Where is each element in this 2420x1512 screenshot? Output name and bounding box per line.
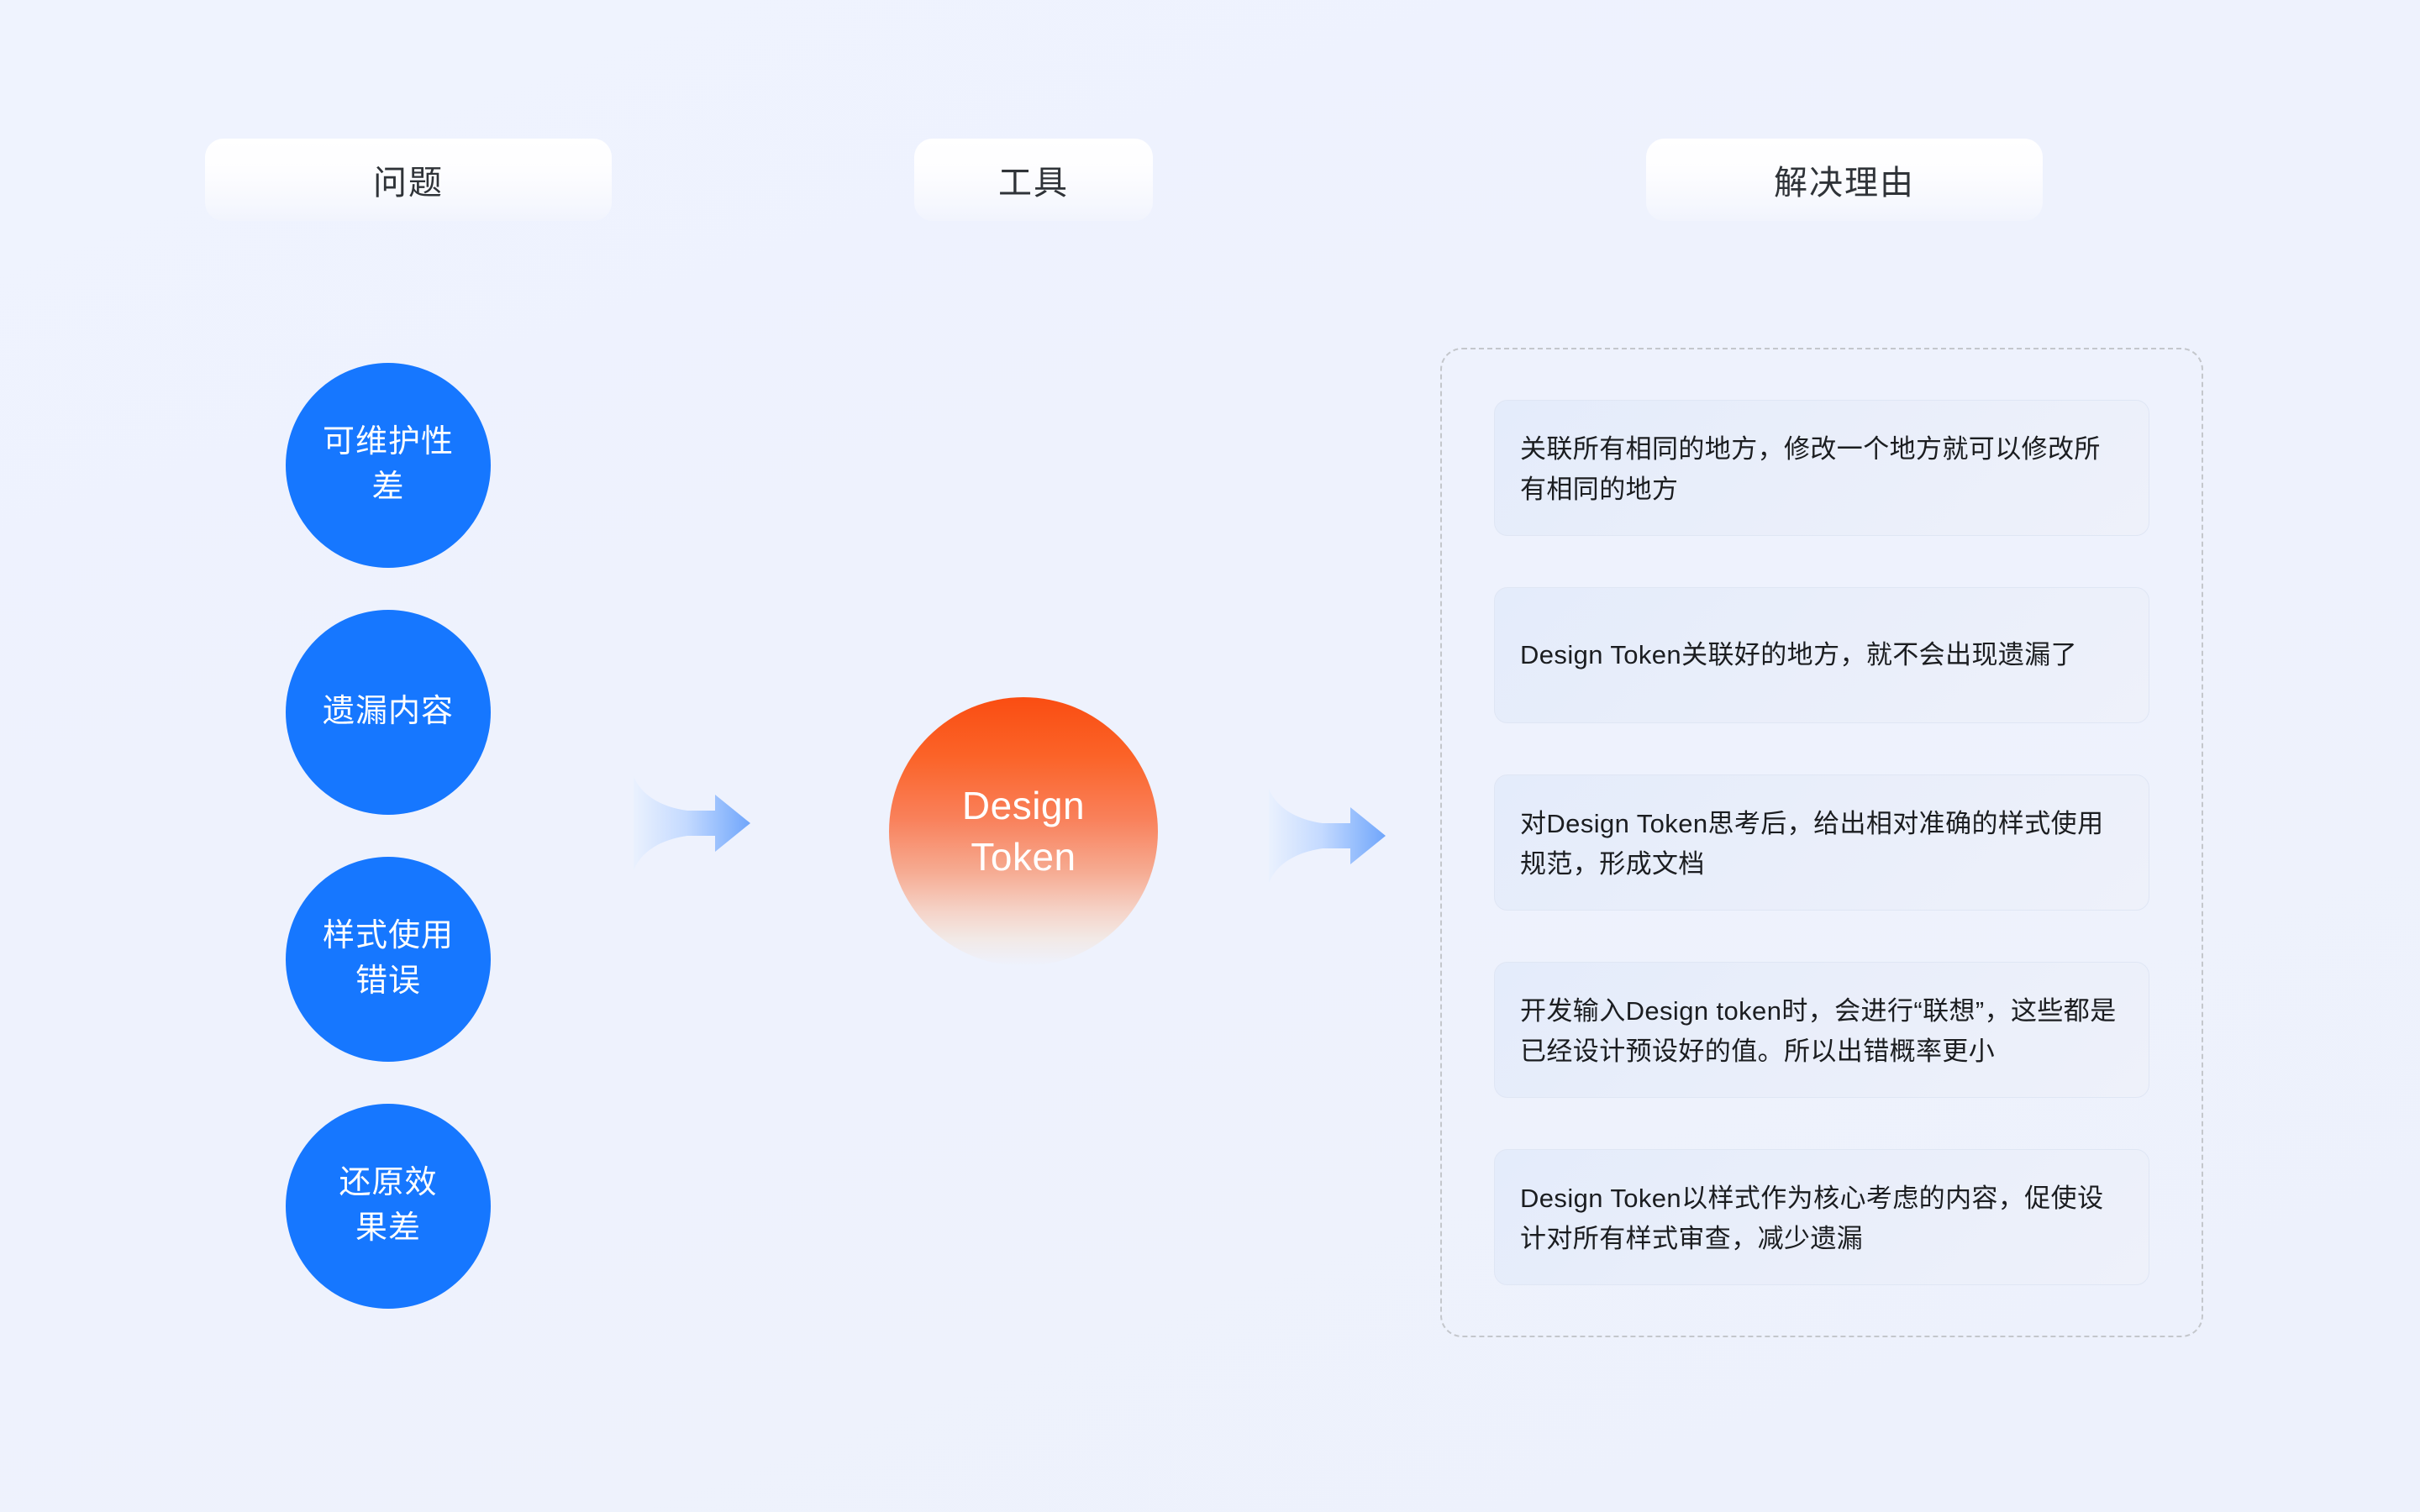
reason-card-text: Design Token以样式作为核心考虑的内容，促使设计对所有样式审查，减少遗… bbox=[1520, 1184, 2104, 1254]
tool-label-line1: Design bbox=[961, 784, 1086, 828]
column-header-problem: 问题 bbox=[205, 139, 612, 221]
reason-card-text: 对Design Token思考后，给出相对准确的样式使用规范，形成文档 bbox=[1520, 809, 2104, 879]
reason-card: 开发输入Design token时，会进行“联想”，这些都是已经设计预设好的值。… bbox=[1494, 962, 2149, 1098]
reason-card: 关联所有相同的地方，修改一个地方就可以修改所有相同的地方 bbox=[1494, 400, 2149, 536]
reason-card-text: Design Token关联好的地方，就不会出现遗漏了 bbox=[1520, 639, 2078, 669]
problem-circle-maintainability: 可维护性 差 bbox=[286, 363, 491, 568]
column-header-tool-label: 工具 bbox=[998, 165, 1069, 202]
reason-card-container: 关联所有相同的地方，修改一个地方就可以修改所有相同的地方 Design Toke… bbox=[1440, 348, 2203, 1337]
reason-card: Design Token关联好的地方，就不会出现遗漏了 bbox=[1494, 587, 2149, 723]
arrow-right-icon bbox=[1269, 788, 1386, 884]
problem-label-line1: 还原效 bbox=[339, 1165, 438, 1201]
problem-label-line1: 遗漏内容 bbox=[322, 694, 454, 730]
tool-label-line2: Token bbox=[971, 835, 1076, 879]
problem-circle-style-misuse: 样式使用 错误 bbox=[286, 857, 491, 1062]
problem-label-line2: 果差 bbox=[355, 1210, 421, 1246]
column-header-tool: 工具 bbox=[914, 139, 1153, 221]
reason-card: Design Token以样式作为核心考虑的内容，促使设计对所有样式审查，减少遗… bbox=[1494, 1149, 2149, 1285]
problem-circle-list: 可维护性 差 遗漏内容 样式使用 错误 还原效 果差 bbox=[286, 363, 496, 1309]
column-header-reason: 解决理由 bbox=[1646, 139, 2043, 221]
tool-circle-design-token: Design Token bbox=[889, 697, 1158, 966]
reason-card: 对Design Token思考后，给出相对准确的样式使用规范，形成文档 bbox=[1494, 774, 2149, 911]
column-header-reason-label: 解决理由 bbox=[1774, 165, 1915, 202]
problem-label-line2: 差 bbox=[371, 470, 405, 505]
column-header-problem-label: 问题 bbox=[373, 165, 444, 202]
problem-label-line1: 可维护性 bbox=[322, 424, 454, 460]
arrow-right-icon bbox=[634, 775, 750, 871]
problem-circle-missing-content: 遗漏内容 bbox=[286, 610, 491, 815]
problem-circle-poor-fidelity: 还原效 果差 bbox=[286, 1104, 491, 1309]
problem-label-line1: 样式使用 bbox=[322, 918, 454, 954]
reason-card-text: 关联所有相同的地方，修改一个地方就可以修改所有相同的地方 bbox=[1520, 434, 2101, 505]
problem-label-line2: 错误 bbox=[355, 963, 421, 999]
reason-card-text: 开发输入Design token时，会进行“联想”，这些都是已经设计预设好的值。… bbox=[1520, 996, 2117, 1067]
